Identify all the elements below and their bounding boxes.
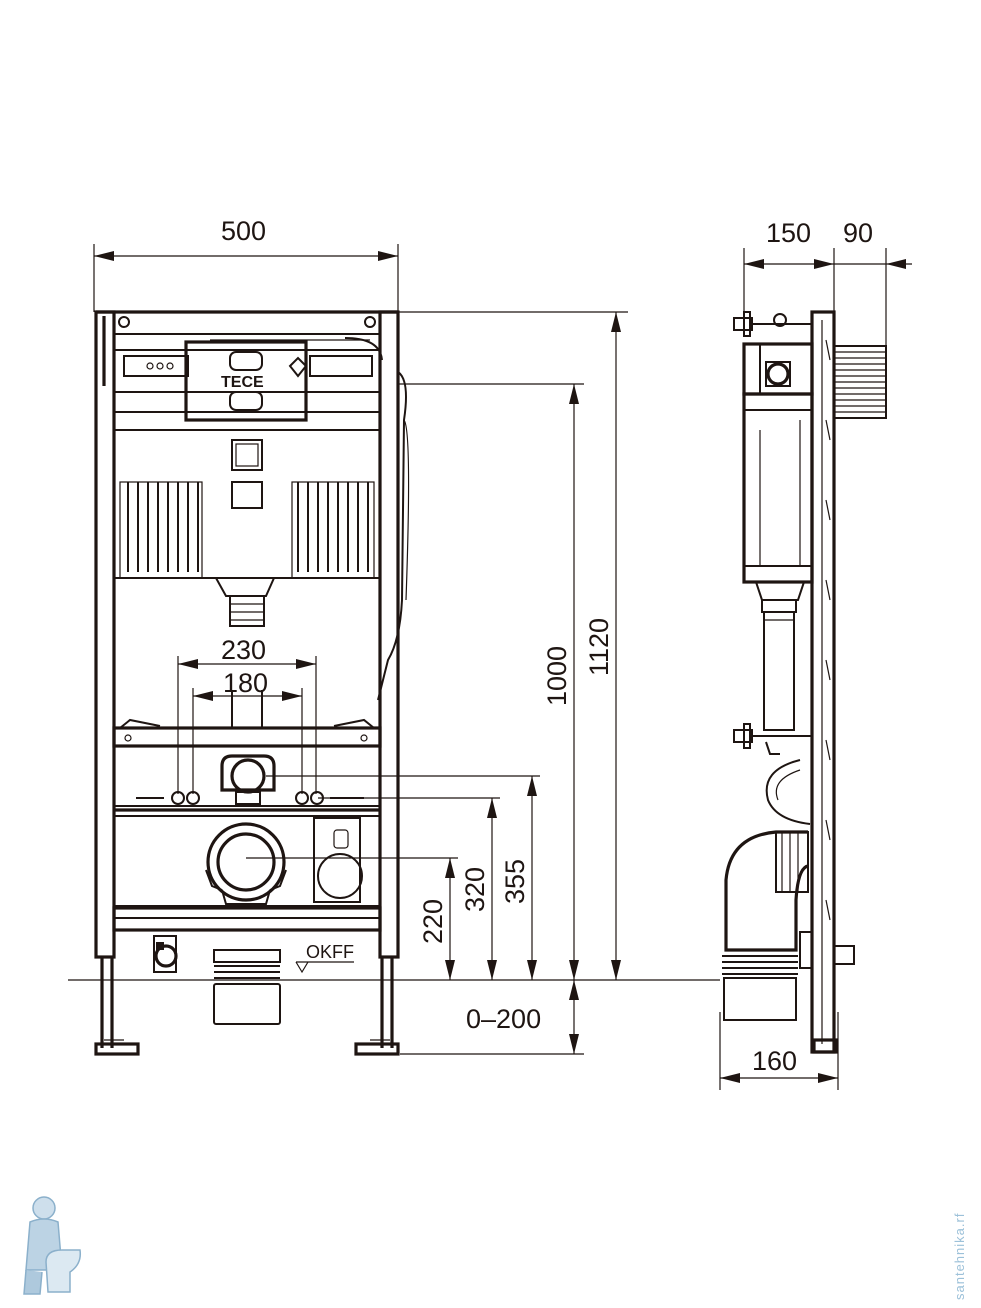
dim-width-front: 500 [221, 216, 266, 246]
dim-depth-plate: 90 [843, 218, 873, 248]
dim-height-frame: 1120 [584, 618, 614, 676]
dim-spacing-inner: 180 [223, 668, 268, 698]
watermark-text: santehnika.rf [952, 1213, 967, 1300]
watermark-logo [23, 1196, 82, 1295]
side-view: 150 90 160 [719, 218, 912, 1090]
dim-height-inlet: 355 [500, 859, 530, 904]
cistern-ribs-left [119, 481, 203, 579]
dim-depth-frame: 150 [766, 218, 811, 248]
brand-label: TECE [221, 374, 264, 391]
dim-height-outlet: 220 [418, 899, 448, 944]
dim-leg-adjust: 0–200 [466, 1004, 541, 1034]
cistern-ribs-right [291, 481, 375, 579]
dim-height-cistern: 1000 [542, 646, 572, 706]
dim-height-bolts: 320 [460, 867, 490, 912]
front-view: TECE [68, 216, 720, 1056]
dim-spacing-outer: 230 [221, 635, 266, 665]
floor-level-label: OKFF [306, 942, 354, 962]
dim-depth-outlet: 160 [752, 1046, 797, 1076]
